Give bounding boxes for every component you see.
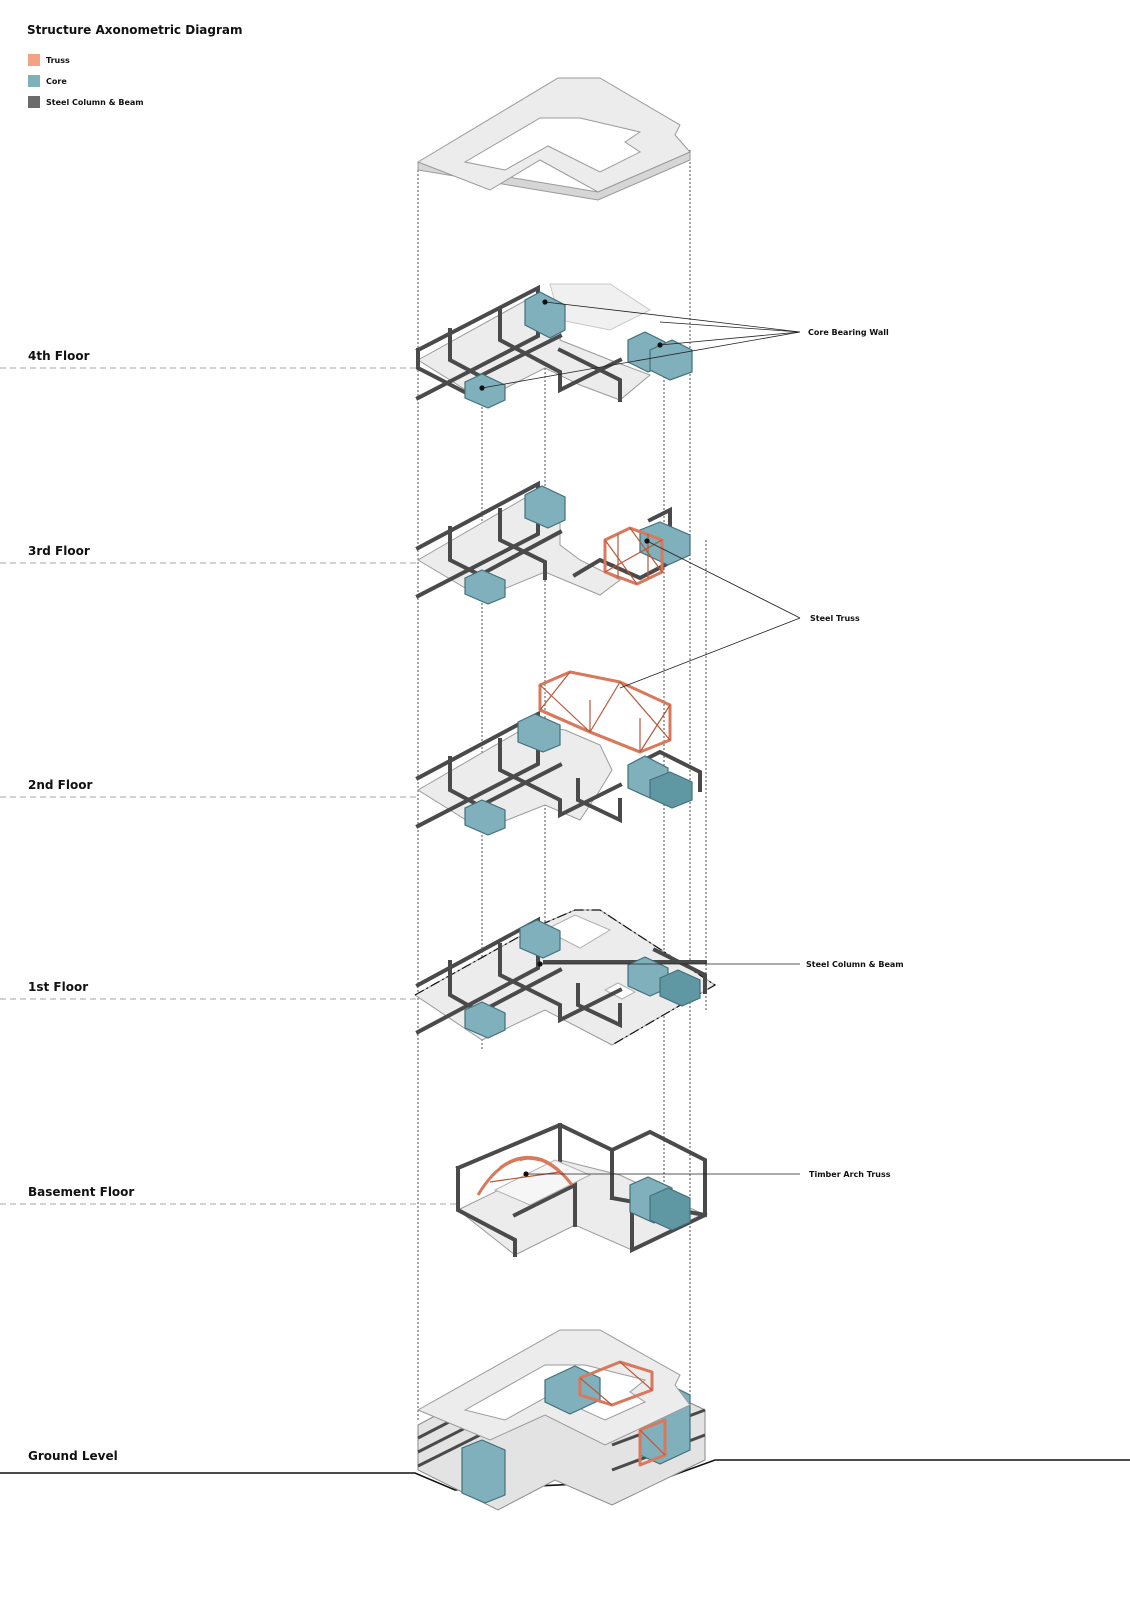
- level-label-1st: 1st Floor: [28, 980, 88, 994]
- floor-3rd-core-a: [524, 485, 566, 529]
- leader-dot-core-b: [657, 342, 663, 348]
- level-label-ground: Ground Level: [28, 1449, 118, 1463]
- floor-1st-core-d: [659, 969, 701, 1007]
- floor-1st-beam-b: [448, 960, 563, 1015]
- floor-3rd-beam-c: [498, 508, 547, 580]
- floor-2nd: [415, 670, 702, 836]
- legend-swatch-steel: [28, 96, 40, 108]
- callout-core-bearing-wall: Core Bearing Wall: [808, 328, 889, 337]
- floor-4th: [415, 283, 693, 409]
- floor-basement-void: [493, 1159, 592, 1206]
- floor-3rd: [415, 480, 691, 605]
- floor-3rd-truss-brace-b: [629, 527, 663, 573]
- leader-core-d: [659, 321, 801, 333]
- floor-2nd-beam-e: [637, 749, 702, 792]
- floor-1st-beam-c: [498, 943, 623, 1024]
- leader-core-c: [481, 331, 801, 389]
- building-truss-lower-brace: [639, 1429, 666, 1456]
- building-core-a: [461, 1439, 506, 1504]
- legend-label-core: Core: [46, 77, 67, 86]
- floor-basement-beam-d: [609, 1129, 707, 1254]
- callout-timber-arch-truss: Timber Arch Truss: [809, 1170, 891, 1179]
- legend-swatch-core: [28, 75, 40, 87]
- floor-1st-void-a: [543, 914, 612, 949]
- floor-1st-core-a: [519, 919, 561, 959]
- floor-3rd-beam-b: [448, 526, 563, 578]
- floor-2nd-beam-b: [448, 756, 563, 809]
- floor-2nd-core-d: [649, 771, 693, 809]
- leader-dot-core-a: [542, 299, 548, 305]
- floor-2nd-steel-truss: [538, 670, 672, 754]
- level-label-2nd: 2nd Floor: [28, 778, 92, 792]
- building-truss-upper-brace-a: [579, 1377, 613, 1406]
- callout-steel-column-beam: Steel Column & Beam: [806, 960, 904, 969]
- alignment-guides: [417, 150, 707, 1420]
- legend: Truss Core Steel Column & Beam: [28, 54, 144, 108]
- floor-4th-core-c: [649, 339, 693, 381]
- leader-dot-core-c: [479, 385, 485, 391]
- floor-basement-core-b: [649, 1187, 691, 1231]
- basement-arch-c: [519, 1156, 574, 1186]
- level-label-3rd: 3rd Floor: [28, 544, 90, 558]
- floor-3rd-core-b: [464, 569, 506, 605]
- floor-1st-beam-f: [652, 947, 707, 994]
- floor-2nd-truss-brace-e: [639, 704, 671, 753]
- assembled-building: [416, 1329, 706, 1511]
- roof-slab: [416, 77, 691, 201]
- floor-3rd-beam-e: [647, 506, 672, 532]
- level-markers: 4th Floor 3rd Floor 2nd Floor 1st Floor …: [0, 349, 1130, 1491]
- floor-4th-core-d: [464, 373, 506, 409]
- floor-4th-beam-c: [498, 308, 623, 394]
- legend-label-truss: Truss: [46, 56, 70, 65]
- leader-truss-b: [619, 617, 801, 689]
- ground-line: [0, 1459, 1130, 1491]
- leader-dot-timber-truss: [523, 1171, 529, 1177]
- building-truss-upper-brace-b: [619, 1361, 653, 1391]
- floor-basement-timber-arch-truss: [476, 1155, 574, 1196]
- leader-dot-truss-a: [644, 538, 650, 544]
- floor-3rd-truss-brace-c: [604, 539, 663, 573]
- leader-core-a: [544, 301, 801, 333]
- level-label-basement: Basement Floor: [28, 1185, 134, 1199]
- leader-core-b: [659, 331, 801, 346]
- floor-4th-beam-e: [557, 347, 622, 402]
- floor-4th-beam-b: [448, 328, 563, 379]
- floor-2nd-truss-brace-a: [539, 684, 591, 733]
- floor-3rd-beam-d: [572, 557, 668, 581]
- floor-basement: [455, 1122, 708, 1257]
- legend-label-steel: Steel Column & Beam: [46, 98, 144, 107]
- floor-2nd-beam-c: [498, 738, 623, 819]
- floor-2nd-truss-brace-c: [589, 681, 621, 733]
- floor-2nd-truss-brace-b: [539, 671, 571, 711]
- level-label-4th: 4th Floor: [28, 349, 90, 363]
- floor-1st: [414, 909, 717, 1046]
- floor-basement-beam-b: [456, 1166, 517, 1257]
- leader-truss-a: [646, 540, 801, 619]
- floor-2nd-beam-d: [576, 778, 622, 824]
- floor-2nd-core-b: [464, 799, 506, 836]
- legend-swatch-truss: [28, 54, 40, 66]
- floor-1st-beam-d: [576, 983, 622, 1029]
- floor-2nd-truss-brace-d: [619, 681, 671, 741]
- diagram-title: Structure Axonometric Diagram: [27, 23, 243, 37]
- floor-basement-beam-e: [512, 1181, 577, 1227]
- callout-steel-truss: Steel Truss: [810, 614, 860, 623]
- floor-1st-core-b: [464, 1001, 506, 1039]
- leader-dot-steel-column: [537, 961, 543, 967]
- floor-2nd-core-a: [517, 713, 561, 753]
- floor-3rd-truss-brace-a: [604, 539, 638, 585]
- callouts: Core Bearing Wall Steel Truss Steel Colu…: [479, 299, 904, 1179]
- roof-courtyard: [463, 117, 642, 173]
